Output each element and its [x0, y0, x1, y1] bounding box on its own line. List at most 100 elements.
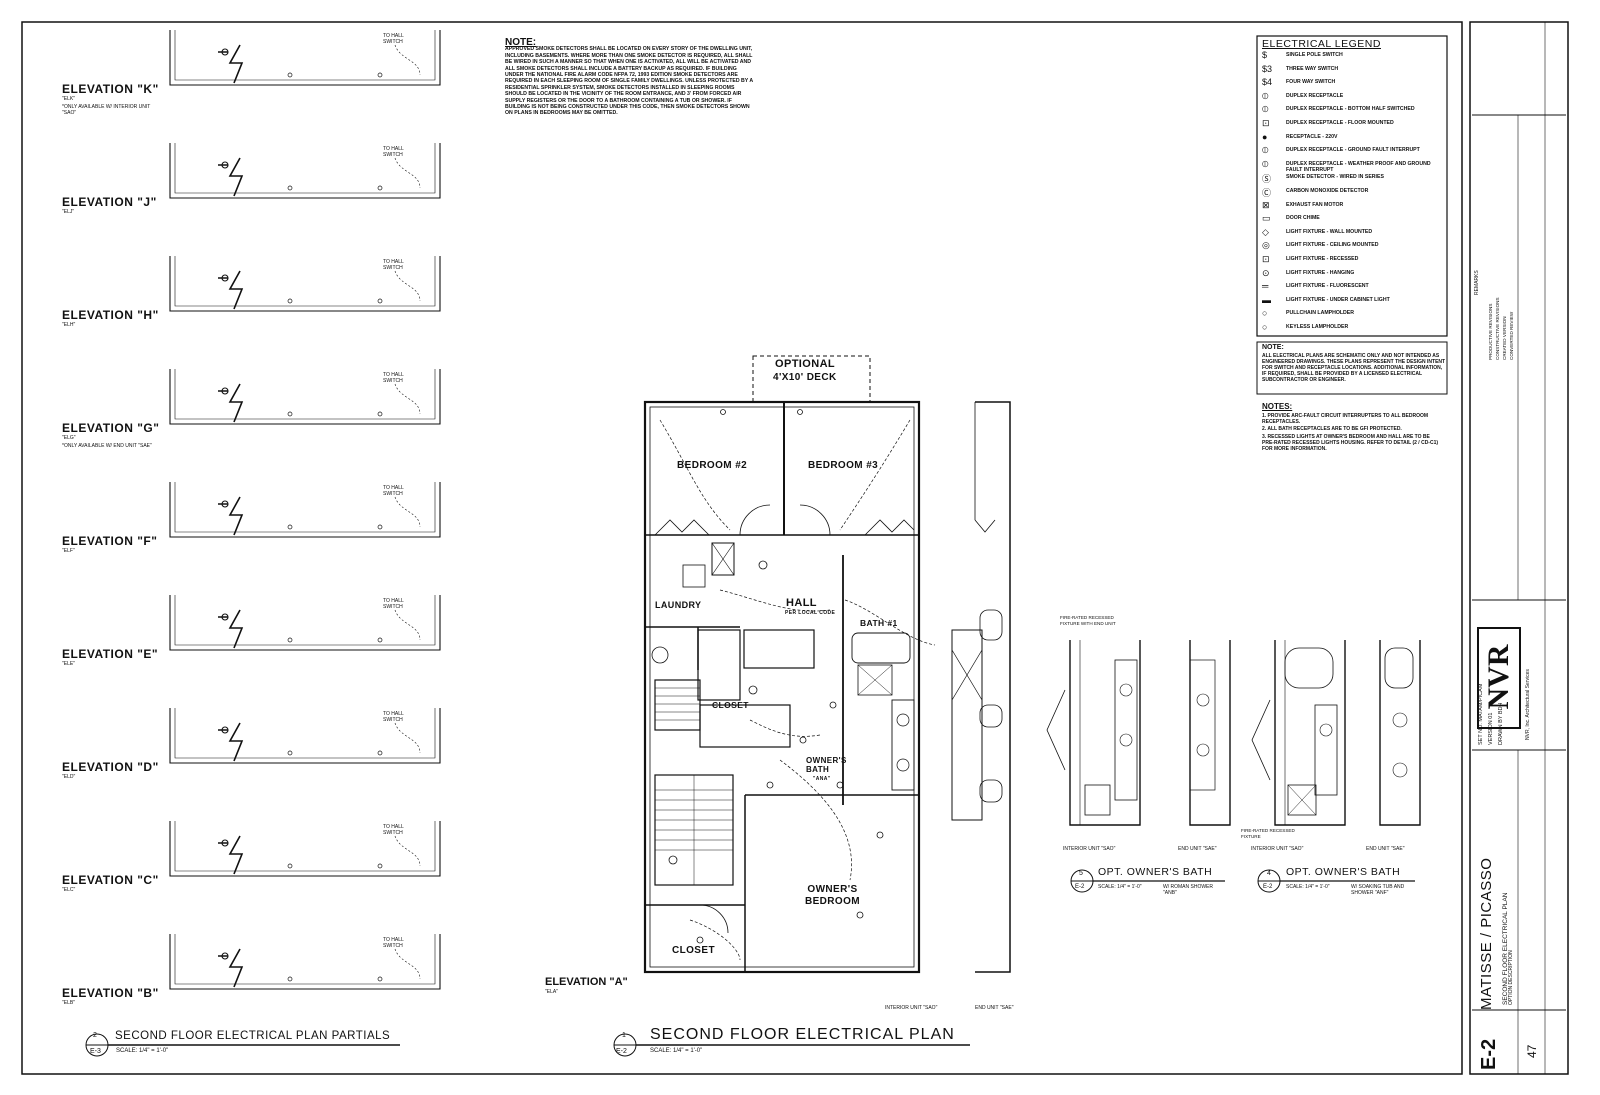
owners-bedroom-label: OWNER'S BEDROOM [804, 884, 861, 907]
elevation-sub-label: "ELB" [62, 1000, 76, 1006]
legend-symbol-icon: ⊡ [1262, 118, 1270, 128]
legend-item-label: LIGHT FIXTURE - WALL MOUNTED [1286, 228, 1373, 235]
sheet-number: E-2 [1478, 1038, 1500, 1070]
legend-symbol-icon: $4 [1262, 77, 1273, 88]
plan-scale: SCALE: 1/4" = 1'-0" [650, 1048, 703, 1054]
legend-symbol-icon: ◎ [1262, 240, 1270, 251]
detail-end-unit: END UNIT "SAE" [1366, 846, 1405, 852]
plan-title-sheet: E-2 [616, 1048, 627, 1055]
elevation-label: ELEVATION "F" [62, 534, 158, 548]
legend-item-label: DUPLEX RECEPTACLE [1286, 92, 1344, 99]
nvr-logo-box [1477, 627, 1521, 729]
detail-bath-plans [1046, 640, 1421, 826]
revision-row: CONSTRUCTIVE REVISIONS [1495, 297, 1500, 360]
legend-symbol-icon: ⦶ [1262, 90, 1269, 101]
plan-title-num: 1 [622, 1032, 626, 1039]
legend-symbol-icon: ⦶ [1262, 104, 1269, 115]
legend-item-label: CARBON MONOXIDE DETECTOR [1286, 188, 1369, 194]
sheet-border [21, 21, 1463, 1075]
elevation-a-drawing [951, 401, 1011, 973]
elevation-availability-note: *ONLY AVAILABLE W/ INTERIOR UNIT "SAO" [62, 104, 151, 116]
electrical-note-item: 2. ALL BATH RECEPTACLES ARE TO BE GFI PR… [1262, 426, 1402, 433]
legend-item-label: LIGHT FIXTURE - FLUORESCENT [1286, 283, 1369, 290]
legend-item-label: DUPLEX RECEPTACLE - FLOOR MOUNTED [1286, 120, 1394, 126]
legend-item-label: DUPLEX RECEPTACLE - WEATHER PROOF AND GR… [1286, 160, 1431, 173]
elevation-partials [169, 30, 441, 990]
legend-item-label: RECEPTACLE - 220V [1286, 133, 1338, 140]
legend-item-label: DUPLEX RECEPTACLE - BOTTOM HALF SWITCHED [1286, 106, 1415, 113]
elevation-sub-label: "ELH" [62, 322, 76, 328]
detail-interior-unit: INTERIOR UNIT "SAO" [1063, 846, 1116, 852]
to-hall-switch-note: TO HALL SWITCH [383, 372, 404, 384]
elevation-label: ELEVATION "K" [62, 82, 159, 96]
legend-symbol-icon: ⊡ [1262, 254, 1270, 264]
revision-row: PRODUCTIVE REVISIONS [1488, 303, 1493, 360]
elevation-sub-label: "ELK" [62, 96, 76, 102]
notes-heading: NOTES: [1262, 402, 1293, 411]
revision-row: CONVERTED REVIEW [1509, 311, 1514, 360]
hall-label: HALL [786, 597, 817, 609]
legend-item-label: KEYLESS LAMPHOLDER [1286, 324, 1349, 330]
legend-symbol-icon: Ⓢ [1262, 174, 1272, 185]
elevation-partial-drawing [169, 821, 441, 877]
to-hall-switch-note: TO HALL SWITCH [383, 33, 404, 45]
elevation-label: ELEVATION "G" [62, 421, 160, 435]
to-hall-switch-note: TO HALL SWITCH [383, 146, 404, 158]
legend-item-label: DOOR CHIME [1286, 215, 1320, 222]
legend-symbol-icon: Ⓒ [1262, 188, 1272, 198]
detail-sheet: E-2 [1263, 884, 1273, 890]
detail-number: 4 [1267, 870, 1271, 877]
legend-symbol-icon: ○ [1262, 322, 1268, 332]
elevation-partial-drawing [169, 934, 441, 990]
bedroom-3-label: BEDROOM #3 [808, 460, 879, 471]
legend-symbol-icon: ⦶ [1262, 158, 1269, 169]
detail-scale: SCALE: 1/4" = 1'-0" [1098, 884, 1142, 890]
legend-item-label: DUPLEX RECEPTACLE - GROUND FAULT INTERRU… [1286, 147, 1420, 154]
title-bubbles [85, 869, 1415, 1057]
elevation-sub-label: "ELF" [62, 548, 75, 554]
legend-symbol-icon: ⊙ [1262, 267, 1270, 278]
legend-symbol-icon: ▬ [1262, 294, 1271, 305]
elevation-partial-drawing [169, 595, 441, 651]
legend-symbol-icon: $ [1262, 50, 1268, 60]
legend-symbol-icon: ○ [1262, 308, 1268, 319]
plan-title: SECOND FLOOR ELECTRICAL PLAN [650, 1026, 955, 1043]
to-hall-switch-note: TO HALL SWITCH [383, 598, 404, 610]
legend-item-label: EXHAUST FAN MOTOR [1286, 201, 1344, 208]
bath-1-label: BATH #1 [860, 618, 898, 628]
elevation-partial-drawing [169, 369, 441, 425]
elevation-partial-drawing [169, 143, 441, 199]
detail-title: OPT. OWNER'S BATH [1098, 866, 1213, 878]
legend-symbol-icon: ⦶ [1262, 145, 1269, 156]
legend-symbol-icon: ⊠ [1262, 199, 1270, 210]
elevation-a-sub: "ELA" [545, 989, 559, 995]
set-number: SET NO. MATAM/PICAM [1478, 683, 1484, 745]
legend-symbol-icon: ▭ [1262, 213, 1271, 224]
legend-item-label: SMOKE DETECTOR - WIRED IN SERIES [1286, 174, 1384, 181]
legend-symbol-icon: ● [1262, 131, 1268, 142]
elevation-sub-label: "ELG" [62, 435, 76, 441]
to-hall-switch-note: TO HALL SWITCH [383, 485, 404, 497]
end-unit-label: END UNIT "SAE" [975, 1005, 1014, 1011]
elevation-label: ELEVATION "J" [62, 195, 157, 209]
detail-fixture-note: FIRE-RATED RECESSED FIXTURE [1241, 828, 1295, 839]
partials-sheet: E-3 [90, 1048, 101, 1055]
elevation-label: ELEVATION "B" [62, 986, 159, 1000]
revision-row: CREATED VERSION [1502, 316, 1507, 360]
elevation-partial-drawing [169, 256, 441, 312]
note-text: APPROVED SMOKE DETECTORS SHALL BE LOCATE… [505, 46, 753, 117]
version: VERSION 01 [1488, 712, 1494, 745]
to-hall-switch-note: TO HALL SWITCH [383, 259, 404, 271]
closet-2-label: CLOSET [672, 945, 715, 956]
partials-scale: SCALE: 1/4" = 1'-0" [116, 1048, 169, 1054]
elevation-sub-label: "ELC" [62, 887, 76, 893]
to-hall-switch-note: TO HALL SWITCH [383, 711, 404, 723]
drawn-by: DRAWN BY BDH [1498, 702, 1504, 745]
optional-deck-label: OPTIONAL [775, 358, 836, 370]
smoke-detector-note: NOTE: APPROVED SMOKE DETECTORS SHALL BE … [505, 37, 755, 117]
electrical-note-item: 3. RECESSED LIGHTS AT OWNER'S BEDROOM AN… [1262, 433, 1439, 453]
legend-symbol-icon: ◇ [1262, 226, 1269, 237]
legend-item-label: FOUR WAY SWITCH [1286, 79, 1336, 86]
